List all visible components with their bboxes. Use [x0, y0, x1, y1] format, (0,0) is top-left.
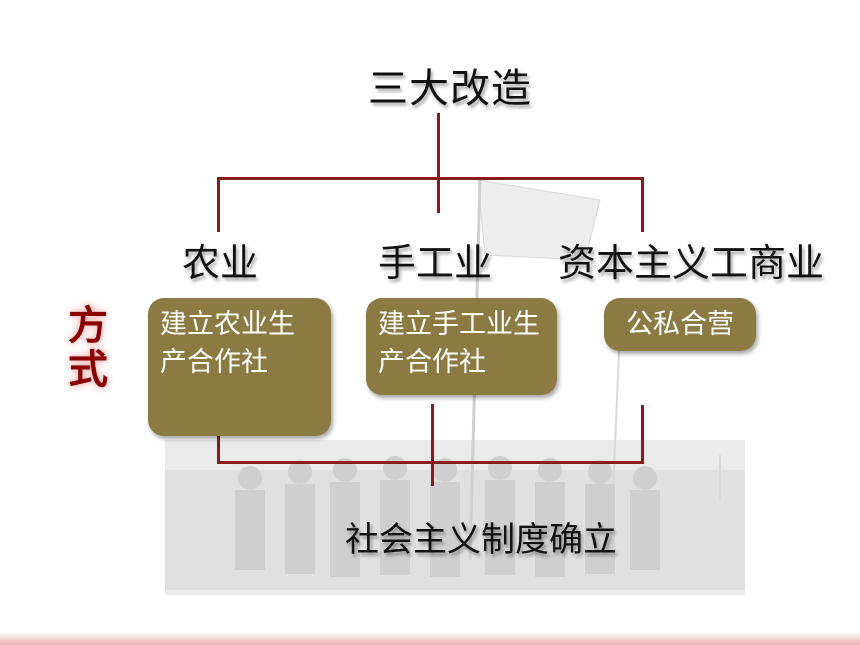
- branch-agriculture: 农业: [181, 241, 258, 285]
- connector-top-bar: [217, 177, 644, 180]
- connector-center-stem: [431, 404, 434, 486]
- method-side-label: 方式: [68, 303, 108, 393]
- connector-drop-left: [217, 177, 220, 232]
- footer-band: [0, 632, 860, 645]
- connector-rise-left: [217, 436, 220, 464]
- method-box-capitalist-industry: 公私合营: [604, 298, 756, 351]
- branch-capitalist-industry: 资本主义工商业: [558, 241, 825, 285]
- connector-rise-right: [641, 405, 644, 464]
- method-box-agriculture: 建立农业生产合作社: [148, 298, 331, 436]
- diagram-title: 三大改造: [368, 66, 532, 112]
- method-box-handicraft: 建立手工业生产合作社: [366, 298, 557, 395]
- connector-bottom-bar: [217, 461, 644, 464]
- connector-drop-right: [641, 177, 644, 232]
- connector-title-stem: [437, 113, 440, 213]
- result-label: 社会主义制度确立: [345, 520, 617, 560]
- branch-handicraft: 手工业: [377, 241, 492, 285]
